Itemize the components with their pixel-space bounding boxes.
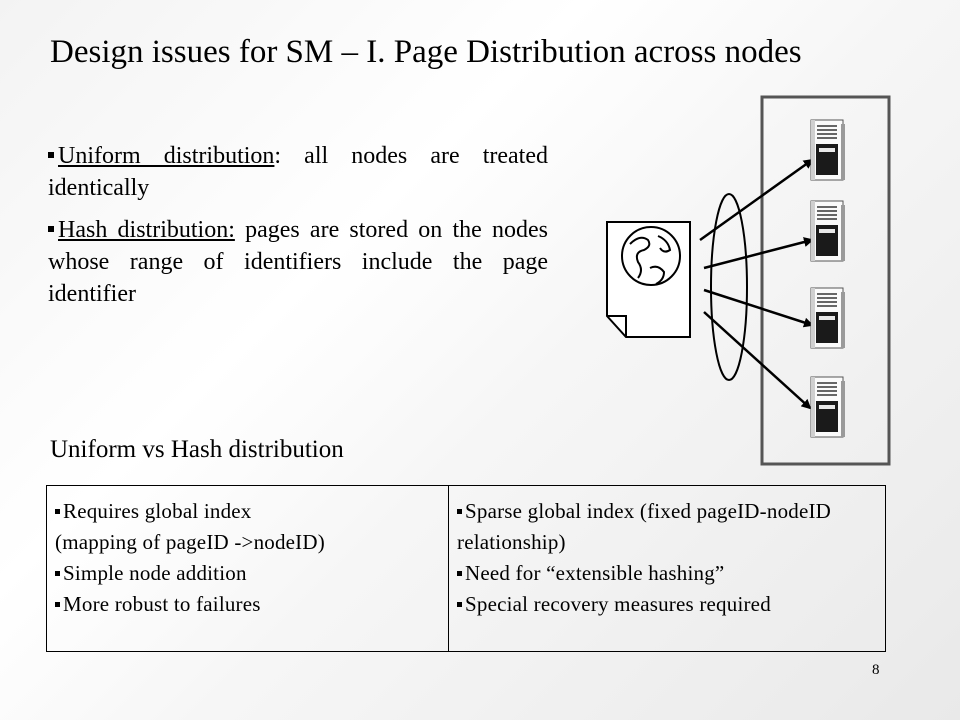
square-bullet-icon xyxy=(55,570,60,576)
server-icon xyxy=(810,376,846,438)
table-item: Requires global index xyxy=(55,496,440,527)
arrow-to-node-3 xyxy=(703,288,814,328)
table-item: Sparse global index (fixed pageID-nodeID… xyxy=(457,499,832,554)
page-number: 8 xyxy=(872,662,880,678)
square-bullet-icon xyxy=(457,508,462,514)
square-bullet-icon xyxy=(55,508,60,514)
table-item: (mapping of pageID ->nodeID) xyxy=(55,530,325,554)
bullet-label: Uniform distribution xyxy=(58,143,275,169)
bullet-text: : all nodes are treated identically xyxy=(48,143,549,201)
hash-ring xyxy=(710,193,748,381)
bullet-label: Hash distribution: xyxy=(58,217,235,243)
uniform-column: Requires global index (mapping of pageID… xyxy=(46,485,449,652)
bullet-text: pages are stored on the nodes whose rang… xyxy=(48,217,548,307)
bullet-list: Uniform distribution: all nodes are trea… xyxy=(48,140,548,320)
table-item: More robust to failures xyxy=(55,589,440,620)
web-page-globe-icon xyxy=(606,221,691,338)
table-item: Special recovery measures required xyxy=(457,589,877,620)
square-bullet-icon xyxy=(457,570,462,576)
bullet-uniform: Uniform distribution: all nodes are trea… xyxy=(48,140,548,204)
comparison-table: Requires global index (mapping of pageID… xyxy=(46,485,886,652)
server-icon xyxy=(810,119,846,181)
hash-column: Sparse global index (fixed pageID-nodeID… xyxy=(448,485,886,652)
arrow-to-node-4 xyxy=(703,311,812,410)
server-icon xyxy=(810,200,846,262)
server-icon xyxy=(810,287,846,349)
slide-title: Design issues for SM – I. Page Distribut… xyxy=(50,34,802,70)
arrow-to-node-2 xyxy=(703,237,814,270)
square-bullet-icon xyxy=(48,226,54,233)
square-bullet-icon xyxy=(55,601,60,607)
table-item: Simple node addition xyxy=(55,558,440,589)
table-item: Need for “extensible hashing” xyxy=(457,558,877,589)
square-bullet-icon xyxy=(457,601,462,607)
node-cluster-frame xyxy=(760,95,891,466)
square-bullet-icon xyxy=(48,152,54,159)
arrow-to-node-1 xyxy=(699,158,814,242)
comparison-heading: Uniform vs Hash distribution xyxy=(50,436,344,463)
bullet-hash: Hash distribution: pages are stored on t… xyxy=(48,214,548,310)
